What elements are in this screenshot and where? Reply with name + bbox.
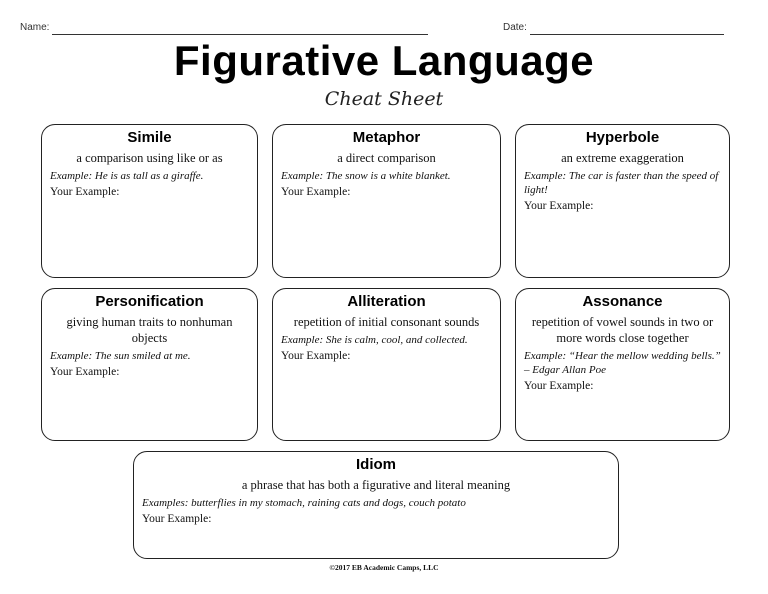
- date-label: Date:: [503, 22, 527, 33]
- card-definition: repetition of vowel sounds in two or mor…: [531, 315, 714, 345]
- card-title: Metaphor: [352, 129, 421, 146]
- name-label: Name:: [20, 22, 50, 33]
- page-subtitle: Cheat Sheet: [324, 88, 444, 110]
- your-example-field[interactable]: Your Example:: [142, 513, 212, 525]
- card-title: Assonance: [582, 293, 663, 310]
- your-example-field[interactable]: Your Example:: [50, 366, 120, 378]
- name-line[interactable]: [52, 34, 428, 35]
- card-title: Personification: [95, 293, 204, 310]
- card-alliteration: Alliteration repetition of initial conso…: [272, 288, 501, 441]
- your-example-field[interactable]: Your Example:: [50, 186, 120, 198]
- your-example-field[interactable]: Your Example:: [524, 200, 594, 212]
- card-example: Example: The car is faster than the spee…: [524, 170, 719, 196]
- card-assonance: Assonance repetition of vowel sounds in …: [515, 288, 730, 441]
- card-example: Example: The sun smiled at me.: [50, 350, 191, 362]
- card-hyperbole: Hyperbole an extreme exaggeration Exampl…: [515, 124, 730, 278]
- card-definition: repetition of initial consonant sounds: [293, 315, 480, 329]
- card-personification: Personification giving human traits to n…: [41, 288, 258, 441]
- card-idiom: Idiom a phrase that has both a figurativ…: [133, 451, 619, 559]
- card-definition: a comparison using like or as: [76, 151, 223, 165]
- card-example: Example: He is as tall as a giraffe.: [50, 170, 204, 182]
- card-simile: Simile a comparison using like or as Exa…: [41, 124, 258, 278]
- card-example: Example: “Hear the mellow wedding bells.…: [524, 350, 721, 376]
- card-metaphor: Metaphor a direct comparison Example: Th…: [272, 124, 501, 278]
- card-title: Simile: [127, 129, 172, 146]
- card-title: Idiom: [356, 456, 396, 473]
- card-definition: giving human traits to nonhuman objects: [66, 315, 233, 345]
- card-definition: a direct comparison: [337, 151, 436, 165]
- your-example-field[interactable]: Your Example:: [524, 380, 594, 392]
- card-example: Example: The snow is a white blanket.: [281, 170, 451, 182]
- card-example: Examples: butterflies in my stomach, rai…: [142, 497, 466, 509]
- card-definition: a phrase that has both a figurative and …: [241, 478, 511, 492]
- page-title: Figurative Language: [173, 37, 595, 84]
- card-title: Hyperbole: [585, 129, 660, 146]
- card-example: Example: She is calm, cool, and collecte…: [281, 334, 468, 346]
- date-line[interactable]: [530, 34, 724, 35]
- card-title: Alliteration: [347, 293, 426, 310]
- card-definition: an extreme exaggeration: [561, 151, 684, 165]
- your-example-field[interactable]: Your Example:: [281, 350, 351, 362]
- copyright-footer: ©2017 EB Academic Camps, LLC: [329, 563, 439, 572]
- your-example-field[interactable]: Your Example:: [281, 186, 351, 198]
